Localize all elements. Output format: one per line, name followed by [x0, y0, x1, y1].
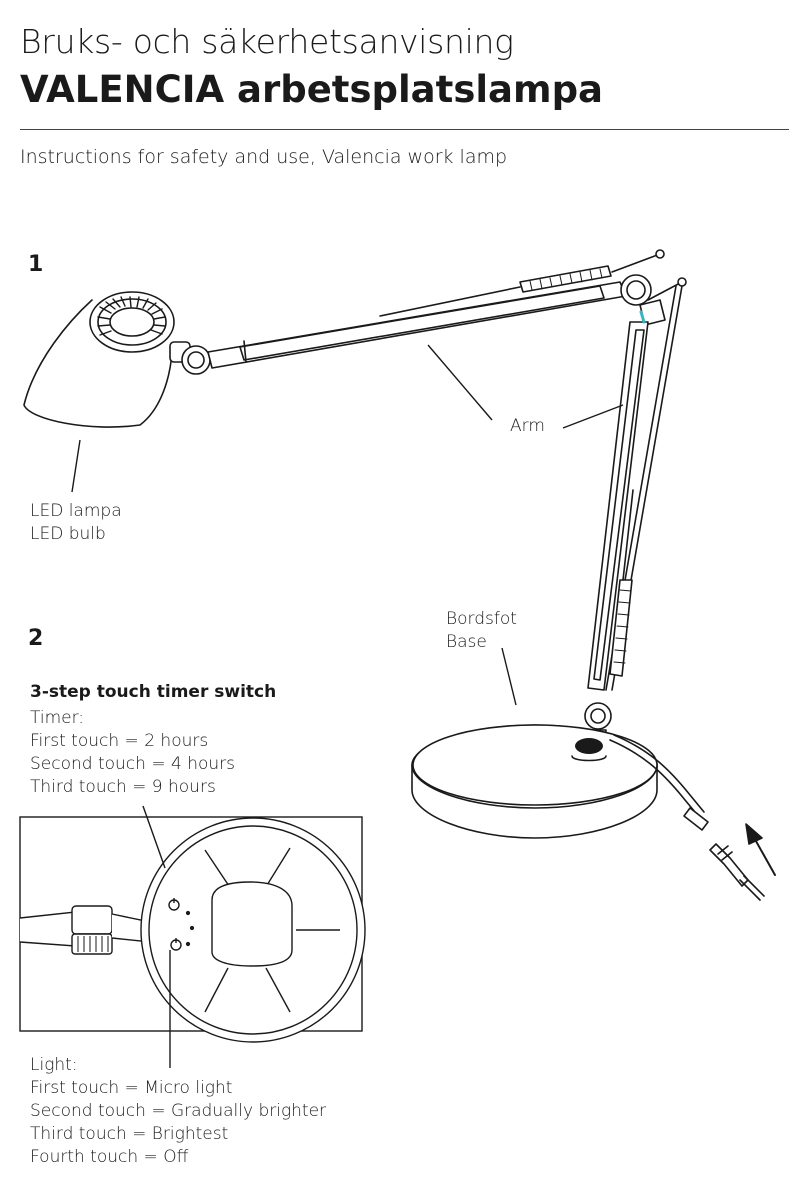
light-line: Third touch = Brightest	[30, 1124, 229, 1144]
light-line: First touch = Micro light	[30, 1078, 233, 1098]
timer-line: Second touch = 4 hours	[30, 754, 235, 774]
timer-title: Timer:	[30, 708, 85, 728]
switch-heading: 3-step touch timer switch	[30, 682, 277, 702]
label-base-sv: Bordsfot	[446, 609, 517, 629]
light-line: Fourth touch = Off	[30, 1147, 189, 1167]
document-subtitle: Instructions for safety and use, Valenci…	[20, 146, 508, 168]
timer-info: Timer: First touch = 2 hours Second touc…	[30, 707, 235, 799]
light-line: Second touch = Gradually brighter	[30, 1101, 327, 1121]
label-led-sv: LED lampa	[30, 501, 122, 521]
timer-line: Third touch = 9 hours	[30, 777, 216, 797]
step-number-2: 2	[28, 626, 44, 651]
label-led-en: LED bulb	[30, 524, 106, 544]
light-title: Light:	[30, 1055, 78, 1075]
label-base-en: Base	[446, 632, 487, 652]
timer-line: First touch = 2 hours	[30, 731, 209, 751]
header-divider	[20, 129, 789, 130]
light-info: Light: First touch = Micro light Second …	[30, 1054, 326, 1169]
document-title: Bruks- och säkerhetsanvisning	[20, 22, 514, 61]
product-title: VALENCIA arbetsplatslampa	[20, 68, 604, 111]
label-arm: Arm	[510, 416, 545, 436]
step-number-1: 1	[28, 252, 44, 277]
